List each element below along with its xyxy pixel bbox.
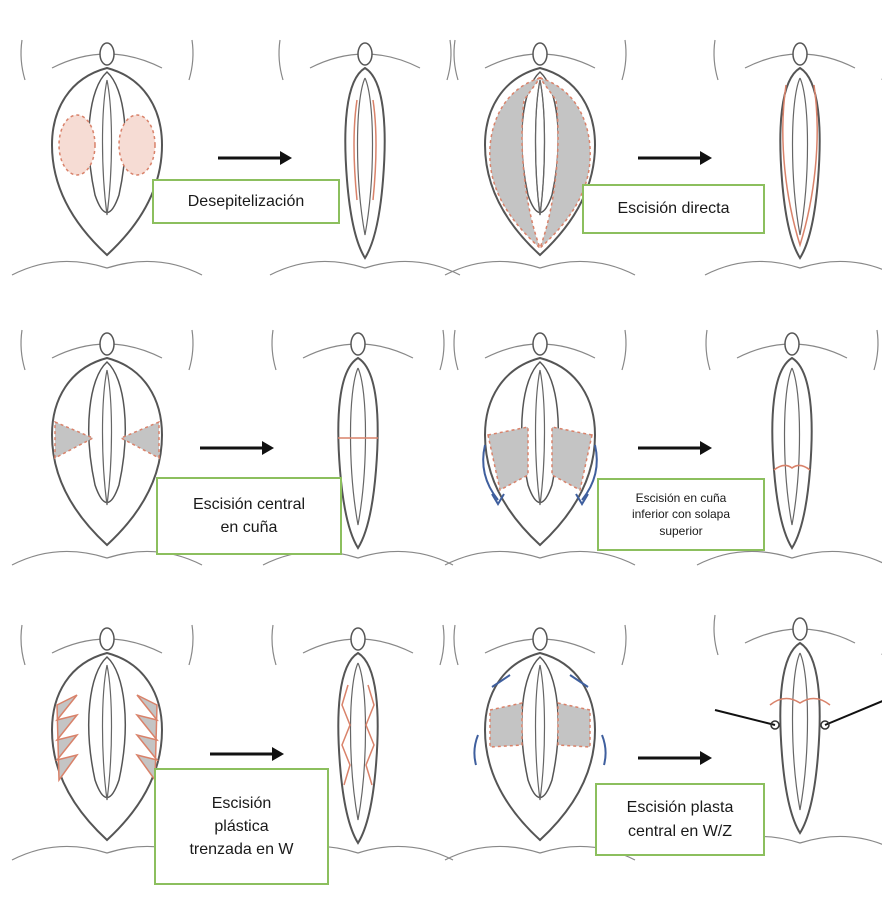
arrow-icon [210,747,284,761]
post-op-drawing-2 [705,40,882,275]
label-escision-cuna-inferior: Escisión en cuña inferior con solapa sup… [597,478,765,551]
label-escision-central-cuna: Escisión central en cuña [156,477,342,555]
arrow-icon [638,441,712,455]
label-desepitelizacion: Desepitelización [152,179,340,224]
arrow-icon [218,151,292,165]
post-op-drawing-1 [270,40,460,275]
arrow-icon [638,751,712,765]
panel-desepitelizacion [12,40,460,275]
arrow-icon [200,441,274,455]
pre-op-drawing-1 [12,40,202,275]
label-escision-trenzada-w: Escisión plástica trenzada en W [154,768,329,885]
panel-escision-directa [445,40,882,275]
pre-op-drawing-2 [445,40,635,275]
label-escision-central-wz: Escisión plasta central en W/Z [595,783,765,856]
label-escision-directa: Escisión directa [582,184,765,234]
arrow-icon [638,151,712,165]
